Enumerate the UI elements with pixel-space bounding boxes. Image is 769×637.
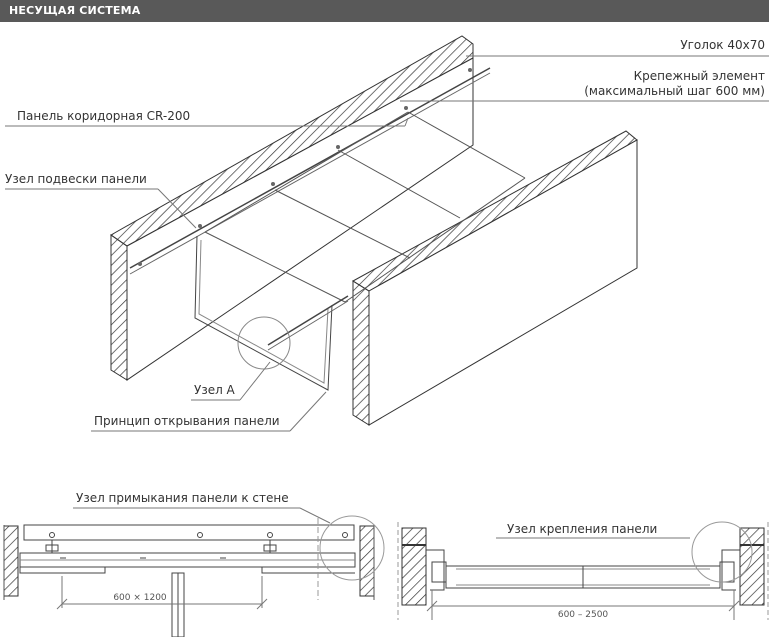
right-wall [352,130,638,426]
ceiling-panels [194,111,526,391]
node-a-circle [237,316,291,370]
label-angle: Уголок 40x70 [680,38,765,52]
label-fastener-line1: Крепежный элемент [634,69,765,83]
label-suspension: Узел подвески панели [5,172,147,186]
isometric-view [5,35,769,432]
label-node-a: Узел А [194,383,236,397]
label-mounting: Узел крепления панели [507,522,657,536]
leader-lines [5,55,769,432]
label-fastener-line2: (максимальный шаг 600 мм) [584,84,765,98]
right-section-detail [397,521,769,620]
label-wall-junction: Узел примыкания панели к стене [76,491,289,505]
label-panel: Панель коридорная CR-200 [17,109,190,123]
left-wall [110,35,491,381]
section-title: НЕСУЩАЯ СИСТЕМА [9,4,141,17]
dimension-right: 600 – 2500 [558,610,609,620]
dimension-left: 600 × 1200 [113,593,167,603]
label-opening: Принцип открывания панели [94,414,280,428]
section-header: НЕСУЩАЯ СИСТЕМА [0,0,769,22]
left-section-detail [3,507,385,637]
fastener-markers [138,68,472,266]
